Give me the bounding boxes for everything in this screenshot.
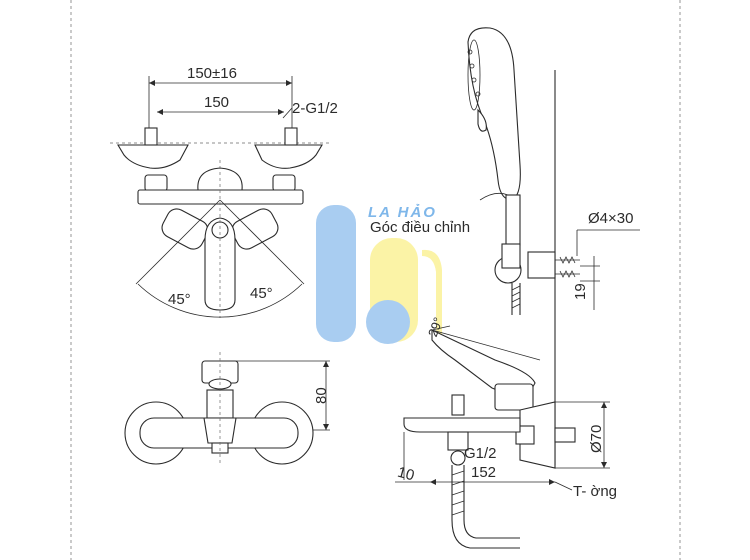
- mixer-body: [137, 189, 304, 205]
- left-hex-nut: [144, 174, 168, 192]
- shower-face: [467, 39, 481, 111]
- shower-nozzle-4: [475, 91, 481, 97]
- right-hex-nut: [272, 174, 296, 192]
- front-view: 80: [124, 352, 330, 465]
- watermark-text: LA HẢO: [368, 204, 437, 221]
- hose-connector: [447, 431, 469, 451]
- lever-knob: [211, 221, 229, 239]
- angle-ref-line: [431, 325, 451, 331]
- hose-nut: [450, 450, 466, 466]
- right-flange: [254, 144, 323, 169]
- dim-bracket-19: 19: [572, 283, 589, 300]
- watermark-yellow-stripe: [422, 249, 442, 342]
- wall-label: T- ờng: [573, 483, 617, 500]
- dim-spout-thread: G1/2: [464, 445, 497, 462]
- diverter-knob: [451, 394, 465, 416]
- dim-spout-offset: 10: [396, 464, 417, 485]
- lever-left-position: [161, 208, 209, 250]
- angle-right-label: 45°: [250, 285, 273, 302]
- thread-leader: [282, 107, 293, 119]
- dim-inlet-thread: 2-G1/2: [292, 100, 338, 117]
- shower-hose-bottom-left: [451, 465, 520, 549]
- right-inlet-pipe: [284, 127, 298, 146]
- wall-leader: [554, 481, 573, 491]
- adjust-angle-label: Góc điều chỉnh: [370, 219, 470, 236]
- hand-shower-head: [467, 27, 521, 201]
- top-view: 150±16 150 2-G1/2 45° 45°: [110, 65, 338, 318]
- watermark-blue-dot: [366, 300, 410, 344]
- hose-pattern-top: [511, 285, 521, 309]
- holder-socket: [501, 243, 521, 269]
- dim-small-angle: 29°: [425, 315, 446, 339]
- watermark-logo: LA HẢO: [316, 204, 442, 344]
- lever-right-position: [231, 208, 279, 250]
- shower-grip-tip: [477, 108, 487, 132]
- side-view: Ø4×30 19 Góc điều chỉnh 29° G1/2 10: [370, 27, 640, 549]
- dim-center-width: 150: [204, 94, 229, 111]
- left-flange: [117, 144, 189, 169]
- wall-inlet-pipe: [554, 427, 576, 443]
- hose-pattern-bottom: [451, 470, 465, 516]
- dim-overall-width: 150±16: [187, 65, 237, 82]
- dim-screw: Ø4×30: [588, 210, 633, 227]
- shower-hose-bottom-right: [463, 465, 520, 539]
- side-cartridge: [494, 383, 534, 411]
- dim-diameter-70: Ø70: [588, 425, 605, 453]
- shower-nozzle-1: [467, 49, 473, 55]
- angle-line-right: [219, 199, 305, 285]
- screw-threads: [559, 256, 576, 278]
- angle-left-label: 45°: [168, 291, 191, 308]
- dim-height-80: 80: [313, 387, 330, 404]
- angle-arc: [137, 283, 303, 318]
- shower-handle-stem: [505, 194, 521, 246]
- dim-spout-length: 152: [471, 464, 496, 481]
- watermark-blue-bar: [316, 205, 356, 342]
- shower-hose-top: [511, 283, 521, 315]
- wall-bracket: [527, 251, 556, 279]
- left-inlet-pipe: [144, 127, 158, 146]
- angle-line-left: [135, 199, 221, 285]
- adjust-leader: [479, 192, 509, 201]
- shower-nozzle-3: [471, 77, 477, 83]
- lever-open-position: [431, 329, 541, 361]
- shower-nozzle-2: [469, 63, 475, 69]
- bath-spout: [403, 417, 521, 433]
